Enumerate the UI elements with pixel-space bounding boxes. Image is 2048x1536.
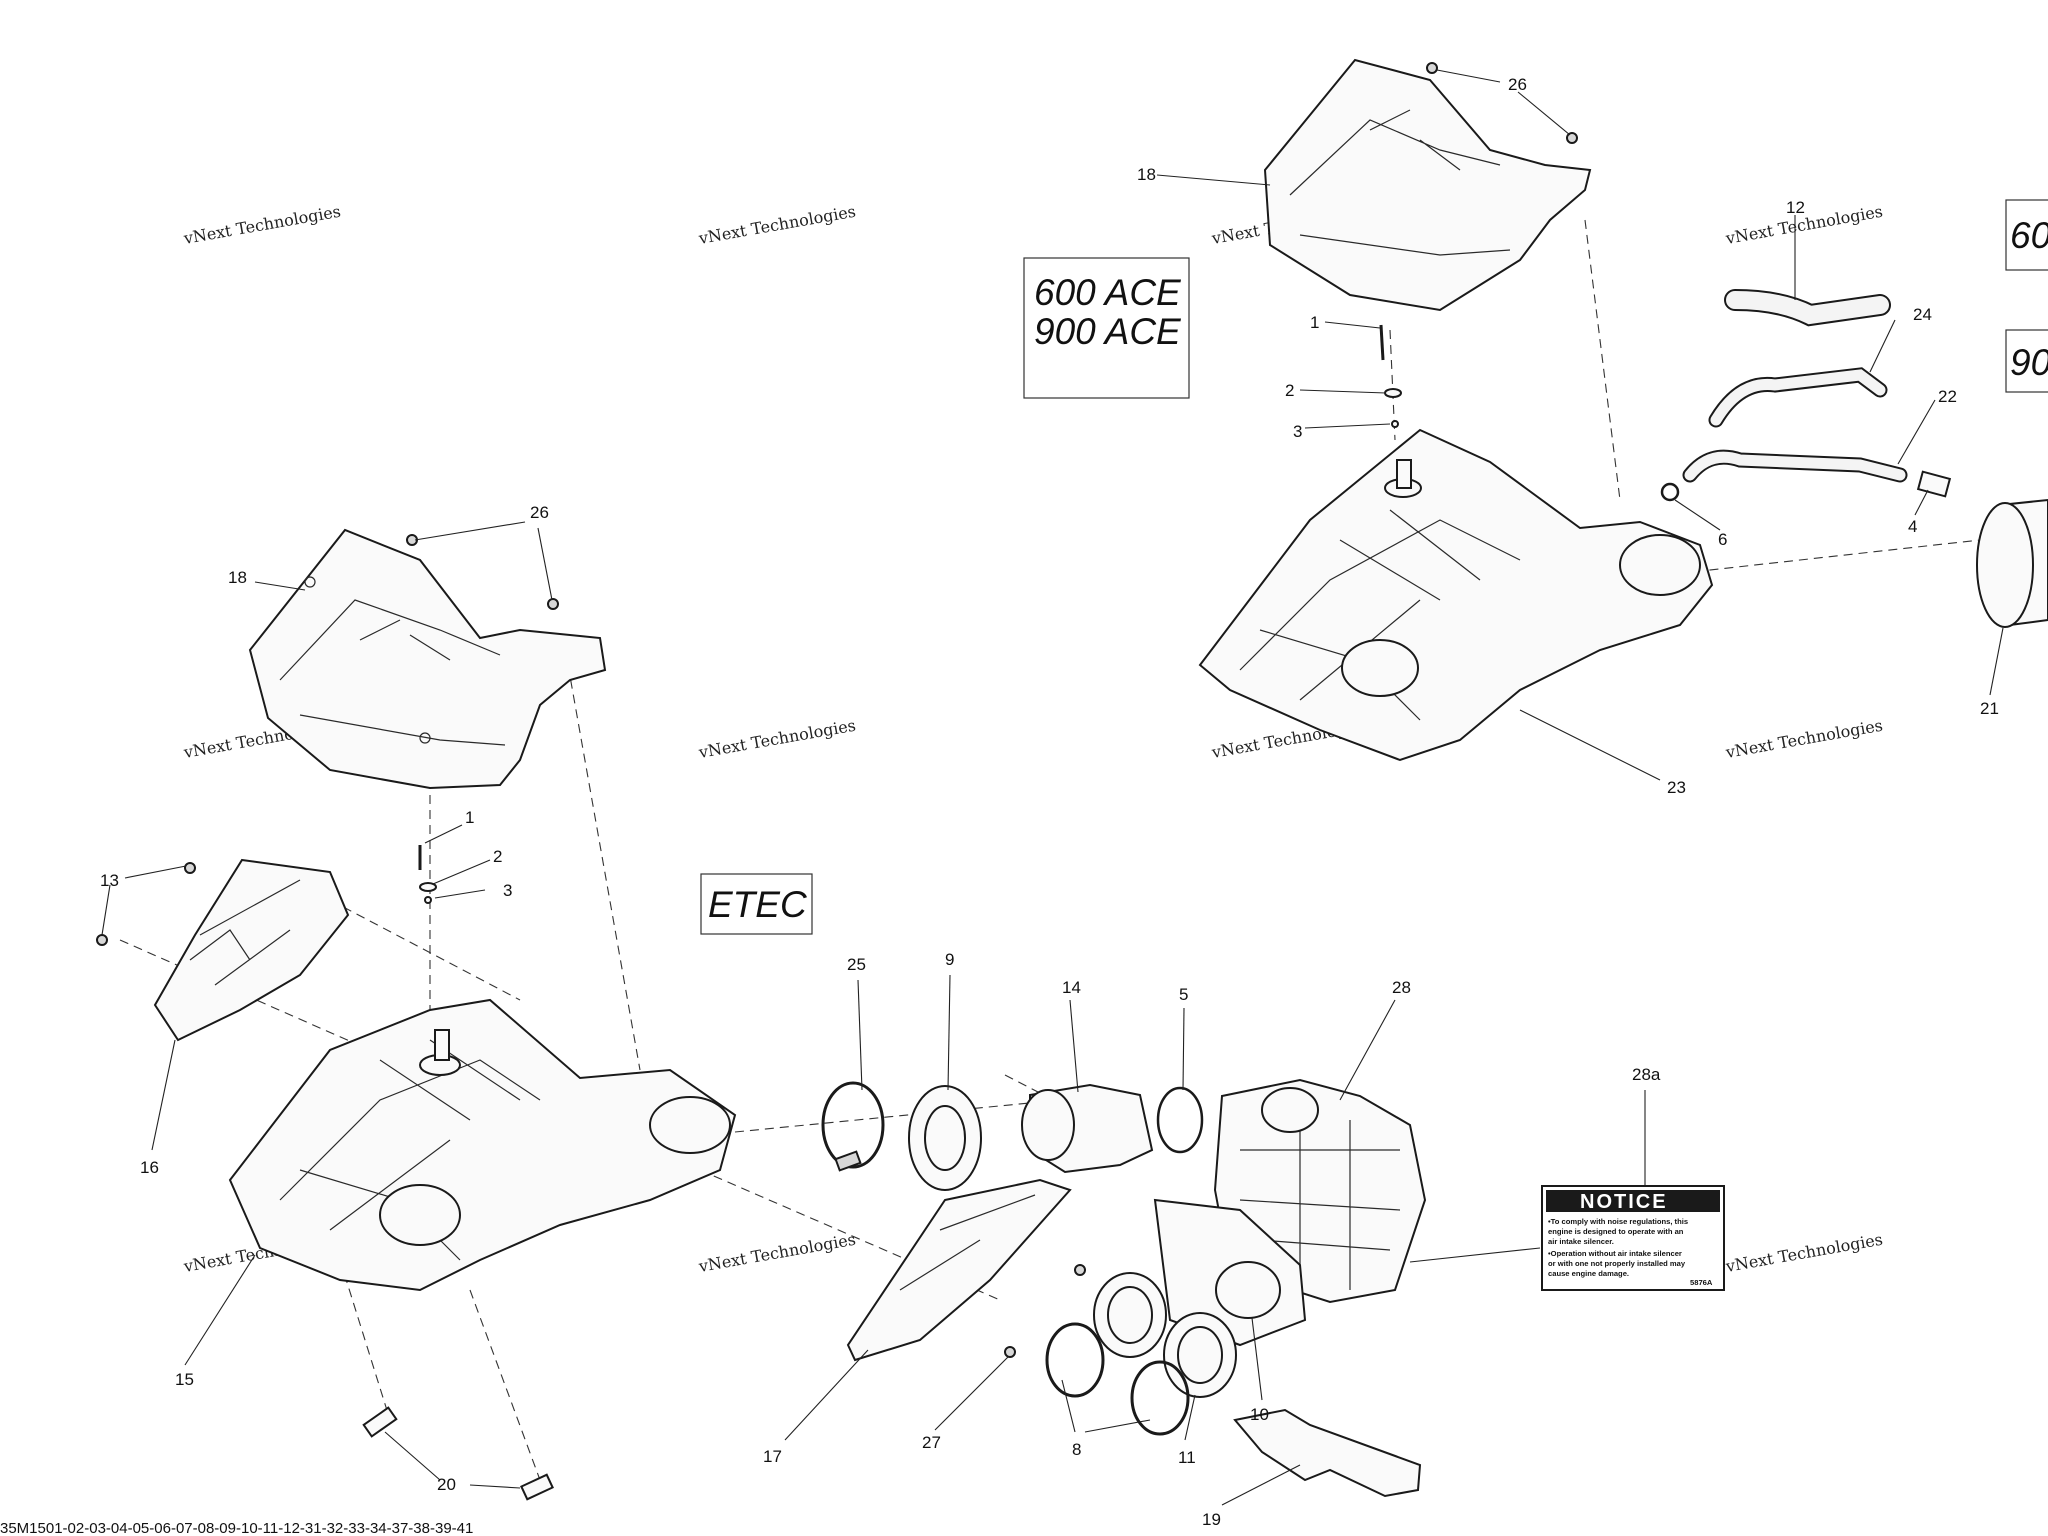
fastener-screw xyxy=(547,598,559,610)
fastener-screw xyxy=(96,934,108,946)
seal-ring-9 xyxy=(908,1085,982,1191)
callout-11: 11 xyxy=(1178,1448,1196,1467)
model-label-ace-line1: 600 ACE xyxy=(1034,272,1182,313)
callout-17: 17 xyxy=(763,1447,782,1466)
model-label-etec-text: ETEC xyxy=(708,884,807,925)
callout-16: 16 xyxy=(140,1158,159,1177)
callout-3-right: 3 xyxy=(1293,422,1302,441)
callout-18-right: 18 xyxy=(1137,165,1156,184)
fastener-screw xyxy=(1426,62,1438,74)
callout-25: 25 xyxy=(847,955,866,974)
callout-9: 9 xyxy=(945,950,954,969)
callout-22: 22 xyxy=(1938,387,1957,406)
callout-1-right: 1 xyxy=(1310,313,1319,332)
check-valve-4 xyxy=(1916,470,1952,498)
throttle-adaptor-14 xyxy=(1021,1083,1154,1174)
notice-heading: NOTICE xyxy=(1580,1191,1668,1213)
callout-4: 4 xyxy=(1908,517,1917,536)
callout-10: 10 xyxy=(1250,1405,1269,1424)
fastener-screw xyxy=(184,862,196,874)
callout-6: 6 xyxy=(1718,530,1727,549)
callout-20: 20 xyxy=(437,1475,456,1494)
vent-hose-22 xyxy=(1682,449,1908,483)
notice-line: •Operation without air intake silencer xyxy=(1548,1249,1682,1258)
air-intake-cover-right xyxy=(1263,58,1592,312)
leader-lines xyxy=(101,69,2004,1506)
gasket-plate-left xyxy=(362,1406,554,1501)
callout-8: 8 xyxy=(1072,1440,1081,1459)
notice-line: air intake silencer. xyxy=(1548,1237,1614,1246)
callout-23: 23 xyxy=(1667,778,1686,797)
notice-line: •To comply with noise regulations, this xyxy=(1548,1217,1688,1226)
notice-code: 5876A xyxy=(1690,1278,1713,1287)
watermark-text: vNext Technologies xyxy=(696,202,857,248)
intake-sleeve-10 xyxy=(1153,1198,1307,1347)
model-label-edge-top: 60 xyxy=(2005,199,2048,271)
callout-24: 24 xyxy=(1913,305,1932,324)
callout-5: 5 xyxy=(1179,985,1188,1004)
watermark-text: vNext Technologies xyxy=(1723,1230,1884,1276)
bracket-plate-19 xyxy=(1233,1408,1422,1498)
watermark-text: vNext Technologies xyxy=(1723,716,1884,762)
watermark-text: vNext Technologies xyxy=(696,716,857,762)
hose-clip-6 xyxy=(1660,482,1680,502)
air-intake-cover-left xyxy=(248,528,607,790)
drawing-code: 35M1501-02-03-04-05-06-07-08-09-10-11-12… xyxy=(0,1520,473,1536)
callout-3-left: 3 xyxy=(503,881,512,900)
mounting-pin-left xyxy=(418,845,437,904)
model-label-ace: 600 ACE 900 ACE xyxy=(1023,257,1190,399)
callout-15: 15 xyxy=(175,1370,194,1389)
intake-horn-21 xyxy=(1976,498,2048,628)
callout-19: 19 xyxy=(1202,1510,1221,1529)
callout-26-right: 26 xyxy=(1508,75,1527,94)
vent-hose-24 xyxy=(1708,367,1888,428)
callout-28a: 28a xyxy=(1632,1065,1661,1084)
callout-27: 27 xyxy=(922,1433,941,1452)
fastener-screw xyxy=(1004,1346,1016,1358)
air-silencer-base-left xyxy=(228,998,737,1292)
model-label-etec: ETEC xyxy=(700,873,813,935)
air-silencer-base-right xyxy=(1198,428,1714,762)
watermark-text: vNext Technologies xyxy=(696,1230,857,1276)
clamp-ring-25 xyxy=(821,1081,885,1172)
callout-12: 12 xyxy=(1786,198,1805,217)
intake-guard-left xyxy=(153,858,350,1042)
notice-decal: NOTICE •To comply with noise regulations… xyxy=(1541,1185,1725,1291)
vent-hose-12 xyxy=(1724,289,1891,327)
callout-1-left: 1 xyxy=(465,808,474,827)
fastener-screw xyxy=(1074,1264,1086,1276)
model-label-edge-top-text: 60 xyxy=(2010,215,2048,256)
callout-2-right: 2 xyxy=(1285,381,1294,400)
o-ring-5 xyxy=(1156,1086,1204,1154)
callout-21: 21 xyxy=(1980,699,1999,718)
watermark-text: vNext Technologies xyxy=(181,202,342,248)
callout-numbers: 18 26 1 2 3 13 16 15 20 17 27 25 9 14 5 … xyxy=(100,75,1999,1529)
notice-line: engine is designed to operate with an xyxy=(1548,1227,1684,1236)
fastener-screw xyxy=(1566,132,1578,144)
model-label-edge-bottom-text: 90 xyxy=(2010,342,2048,383)
intake-duct-17 xyxy=(846,1178,1072,1362)
callout-18-left: 18 xyxy=(228,568,247,587)
callout-26-left: 26 xyxy=(530,503,549,522)
model-label-ace-line2: 900 ACE xyxy=(1034,311,1182,352)
mounting-pin-right xyxy=(1379,324,1402,428)
hose-clamp-8 xyxy=(1045,1322,1190,1436)
callout-13: 13 xyxy=(100,871,119,890)
callout-14: 14 xyxy=(1062,978,1081,997)
notice-line: cause engine damage. xyxy=(1548,1269,1629,1278)
model-label-edge-bottom: 90 xyxy=(2005,329,2048,393)
callout-2-left: 2 xyxy=(493,847,502,866)
notice-line: or with one not properly installed may xyxy=(1548,1259,1686,1268)
callout-28: 28 xyxy=(1392,978,1411,997)
